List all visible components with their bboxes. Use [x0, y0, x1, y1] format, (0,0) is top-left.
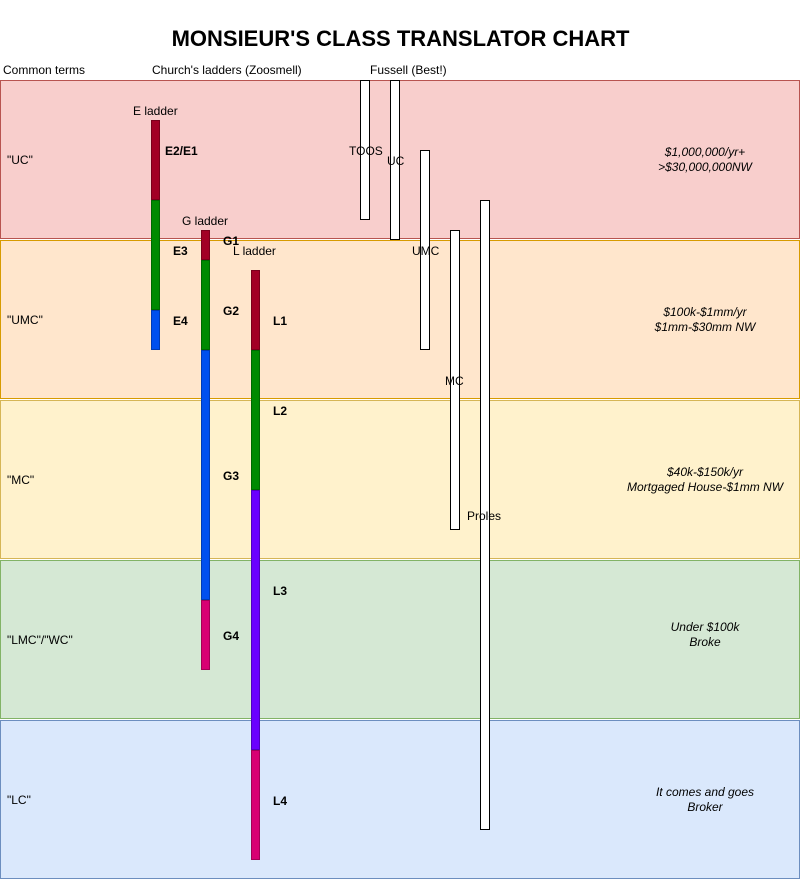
fussell-bar-mc — [450, 230, 460, 530]
money-lc-income: It comes and goes — [655, 785, 755, 799]
fussell-bar-toos — [360, 80, 370, 220]
g-ladder-label-g4: G4 — [223, 629, 240, 643]
fussell-label-umc: UMC — [412, 244, 440, 258]
fussell-label-uc: UC — [387, 154, 405, 168]
fussell-label-mc: MC — [445, 374, 464, 388]
g-ladder-seg-g2 — [201, 260, 210, 350]
band-uc — [0, 80, 800, 239]
e-ladder-label-e3: E3 — [173, 244, 188, 258]
l-ladder-seg-l4 — [251, 750, 260, 860]
g-ladder-title: G ladder — [182, 214, 229, 228]
money-mc: $40k-$150k/yr Mortgaged House-$1mm NW — [610, 465, 800, 495]
fussell-bar-umc — [420, 150, 430, 350]
band-lc — [0, 720, 800, 879]
l-ladder-title: L ladder — [233, 244, 276, 258]
money-lmc-income: Under $100k — [670, 620, 740, 634]
g-ladder-seg-g1 — [201, 230, 210, 260]
e-ladder-label-e2e1: E2/E1 — [165, 144, 198, 158]
chart-title: MONSIEUR'S CLASS TRANSLATOR CHART — [171, 26, 630, 51]
money-uc-income: $1,000,000/yr+ — [664, 145, 746, 159]
money-mc-income: $40k-$150k/yr — [666, 465, 744, 479]
money-umc-income: $100k-$1mm/yr — [663, 305, 747, 319]
l-ladder-label-l1: L1 — [273, 314, 288, 328]
fussell-bar-proles — [480, 200, 490, 830]
l-ladder-label-l2: L2 — [273, 404, 288, 418]
money-lc-networth: Broker — [687, 800, 723, 814]
money-umc: $100k-$1mm/yr $1mm-$30mm NW — [610, 305, 800, 335]
header-fussell: Fussell (Best!) — [370, 63, 447, 77]
g-ladder-seg-g4 — [201, 600, 210, 670]
term-lmc-wc: "LMC"/"WC" — [7, 633, 73, 647]
fussell-label-proles: Proles — [467, 509, 502, 523]
e-ladder-seg-e2e1 — [151, 120, 160, 200]
l-ladder-label-l3: L3 — [273, 584, 288, 598]
header-common-terms: Common terms — [3, 63, 86, 77]
term-lc: "LC" — [7, 793, 31, 807]
g-ladder-label-g1: G1 — [223, 234, 240, 248]
money-mc-networth: Mortgaged House-$1mm NW — [626, 480, 784, 494]
e-ladder-title: E ladder — [133, 104, 178, 118]
e-ladder-label-e4: E4 — [173, 314, 188, 328]
money-uc: $1,000,000/yr+ >$30,000,000NW — [610, 145, 800, 175]
l-ladder-label-l4: L4 — [273, 794, 288, 808]
band-mc — [0, 400, 800, 559]
g-ladder-label-g3: G3 — [223, 469, 240, 483]
g-ladder-seg-g3 — [201, 350, 210, 600]
l-ladder-seg-l3 — [251, 490, 260, 750]
fussell-label-toos: TOOS — [349, 144, 383, 158]
fussell-bar-uc — [390, 80, 400, 240]
band-umc — [0, 240, 800, 399]
e-ladder-seg-e4 — [151, 310, 160, 350]
e-ladder-seg-e3 — [151, 200, 160, 310]
term-umc: "UMC" — [7, 313, 43, 327]
money-lmc-networth: Broke — [689, 635, 721, 649]
money-lmc: Under $100k Broke — [610, 620, 800, 650]
header-church-ladders: Church's ladders (Zoosmell) — [152, 63, 302, 77]
band-lmc — [0, 560, 800, 719]
money-lc: It comes and goes Broker — [610, 785, 800, 815]
l-ladder-seg-l2 — [251, 350, 260, 490]
money-uc-networth: >$30,000,000NW — [658, 160, 752, 174]
g-ladder-label-g2: G2 — [223, 304, 240, 318]
l-ladder-seg-l1 — [251, 270, 260, 350]
term-uc: "UC" — [7, 153, 33, 167]
money-umc-networth: $1mm-$30mm NW — [654, 320, 756, 334]
term-mc: "MC" — [7, 473, 35, 487]
